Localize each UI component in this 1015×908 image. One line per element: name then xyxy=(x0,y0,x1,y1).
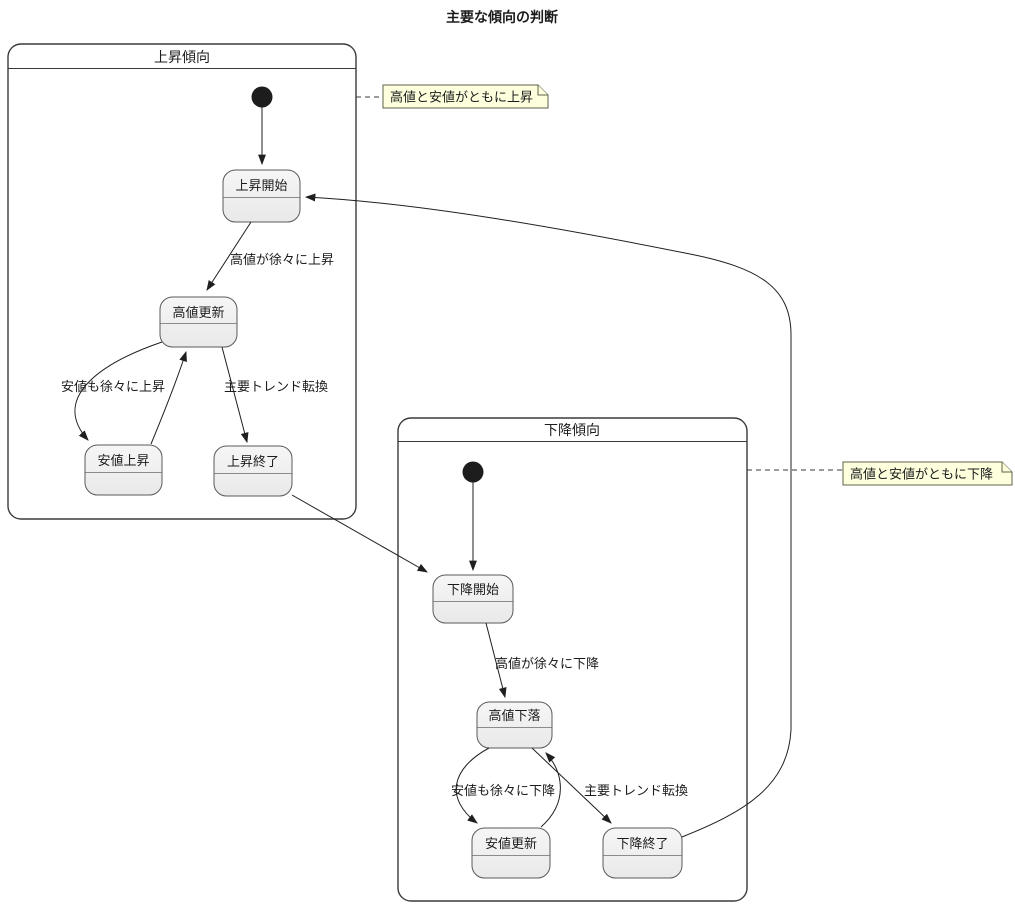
transition-fall-start-to-high-fall xyxy=(485,622,507,699)
uptrend-box xyxy=(7,43,357,520)
transition-fall-start-to-high-fall-label: 高値が徐々に下降 xyxy=(495,656,599,672)
uptrend-composite-state: 上昇傾向 xyxy=(7,43,357,520)
uptrend-title: 上昇傾向 xyxy=(154,50,210,66)
downtrend-note-label: 高値と安値がともに下降 xyxy=(850,467,993,483)
state-low-rise: 安値上昇 xyxy=(84,444,163,496)
state-rise-start-label: 上昇開始 xyxy=(235,179,287,194)
state-rise-end: 上昇終了 xyxy=(213,445,293,497)
state-low-update: 安値更新 xyxy=(471,827,551,879)
transition-rise-start-to-high-update-label: 高値が徐々に上昇 xyxy=(230,252,334,268)
state-high-update: 高値更新 xyxy=(159,296,238,348)
transition-high-update-to-rise-end-label: 主要トレンド転換 xyxy=(224,380,328,395)
diagram-title: 主要な傾向の判断 xyxy=(446,9,558,26)
uptrend-initial-state-dot xyxy=(251,86,273,108)
uptrend-note-label: 高値と安値がともに上昇 xyxy=(390,90,533,106)
transition-high-fall-to-fall-end-label: 主要トレンド転換 xyxy=(584,784,688,799)
state-high-fall: 高値下落 xyxy=(476,701,553,749)
downtrend-note: 高値と安値がともに下降 xyxy=(842,461,1013,486)
transition-rise-end-to-fall-start xyxy=(291,494,428,573)
state-fall-end-label: 下降終了 xyxy=(616,836,668,852)
downtrend-box xyxy=(397,417,748,902)
downtrend-title: 下降傾向 xyxy=(544,423,600,439)
transition-high-fall-to-low-update-label: 安値も徐々に下降 xyxy=(451,783,555,799)
transition-high-fall-to-low-update xyxy=(455,747,490,824)
state-high-update-label: 高値更新 xyxy=(172,305,224,321)
transition-high-update-to-rise-end xyxy=(221,346,249,444)
state-rise-end-label: 上昇終了 xyxy=(227,454,279,470)
state-fall-start: 下降開始 xyxy=(432,574,514,624)
transition-low-rise-to-high-update xyxy=(150,350,187,445)
uptrend-note: 高値と安値がともに上昇 xyxy=(382,84,549,109)
state-rise-start: 上昇開始 xyxy=(222,169,301,223)
transition-rise-start-to-high-update xyxy=(206,221,252,291)
state-low-update-label: 安値更新 xyxy=(485,836,537,852)
transition-low-update-to-high-fall xyxy=(540,752,561,828)
state-fall-start-label: 下降開始 xyxy=(447,583,499,598)
transition-high-update-to-low-rise-label: 安値も徐々に上昇 xyxy=(61,379,165,395)
transition-high-update-to-low-rise xyxy=(74,341,163,441)
transition-fall-end-to-rise-start xyxy=(304,193,792,838)
state-high-fall-label: 高値下落 xyxy=(488,708,540,724)
downtrend-initial-state-dot xyxy=(462,461,484,483)
downtrend-composite-state: 下降傾向 xyxy=(397,417,748,902)
transition-high-fall-to-fall-end xyxy=(531,747,612,824)
state-fall-end: 下降終了 xyxy=(602,827,683,879)
state-low-rise-label: 安値上昇 xyxy=(97,453,149,469)
